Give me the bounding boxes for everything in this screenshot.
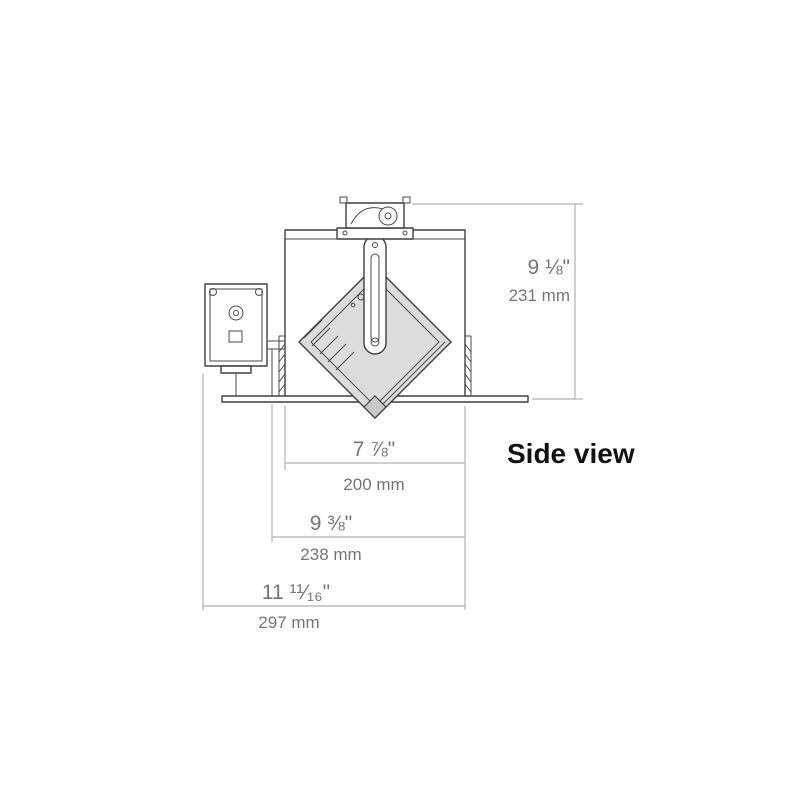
fixture-drawing [204,196,529,419]
height-metric-label: 231 mm [509,286,570,305]
height-imperial-label: 9 ⅛" [528,256,570,279]
overall-metric-label: 297 mm [258,613,319,632]
yoke-stem [363,235,387,355]
housing-imperial-label: 9 ⅜" [310,512,352,535]
mechanism-housing [345,202,405,229]
spring-hatch-left [278,343,286,393]
mechanism-screw-right [402,196,411,204]
plate-screw-left [342,230,348,236]
lamp-head-lens-tip [363,395,387,419]
junction-box-body [204,283,268,367]
junction-box [204,283,285,396]
yoke-stem-pin-bottom [370,337,380,347]
dimension-housing-width: 9 ⅜" 238 mm [271,404,465,564]
junction-box-knockout-center [233,310,239,316]
mechanism-cam-center [384,212,392,220]
yoke-stem-slot [370,253,380,343]
mechanism-screw-left [339,196,348,204]
junction-box-knockout-circle [228,305,244,321]
spring-bracket-right [464,335,472,396]
dimension-lines: 9 ⅛" 231 mm 7 ⅞" 200 mm 9 ⅜" 238 mm 11 ¹… [202,203,583,632]
lamp-head-bezel-line [374,341,446,413]
dimension-height: 9 ⅛" 231 mm [412,203,583,400]
dimension-aperture-width: 7 ⅞" 200 mm [284,406,466,610]
mechanism-lock-arm [350,207,384,225]
yoke-stem-pin-top [372,242,378,248]
plate-screw-right [402,230,408,236]
junction-box-screw-tl [209,288,217,296]
housing-metric-label: 238 mm [300,545,361,564]
junction-box-screw-tr [255,288,263,296]
junction-box-foot [220,365,252,374]
overall-imperial-label: 11 ¹¹⁄₁₆" [262,581,330,604]
junction-box-inner [209,288,263,362]
view-title: Side view [507,438,635,469]
dimension-overall-width: 11 ¹¹⁄₁₆" 297 mm [202,374,465,632]
mechanism-base-plate [336,227,414,240]
aperture-metric-label: 200 mm [343,475,404,494]
spring-hatch-right [464,343,472,393]
aperture-imperial-label: 7 ⅞" [353,438,395,461]
spring-bracket-left [278,335,286,396]
junction-box-knockout-square [228,330,243,343]
mechanism-cam-wheel [378,206,398,226]
lamp-head-screw-small [350,302,356,308]
lamp-head-hatch [303,319,355,371]
top-adjustment-mechanism [336,196,414,240]
